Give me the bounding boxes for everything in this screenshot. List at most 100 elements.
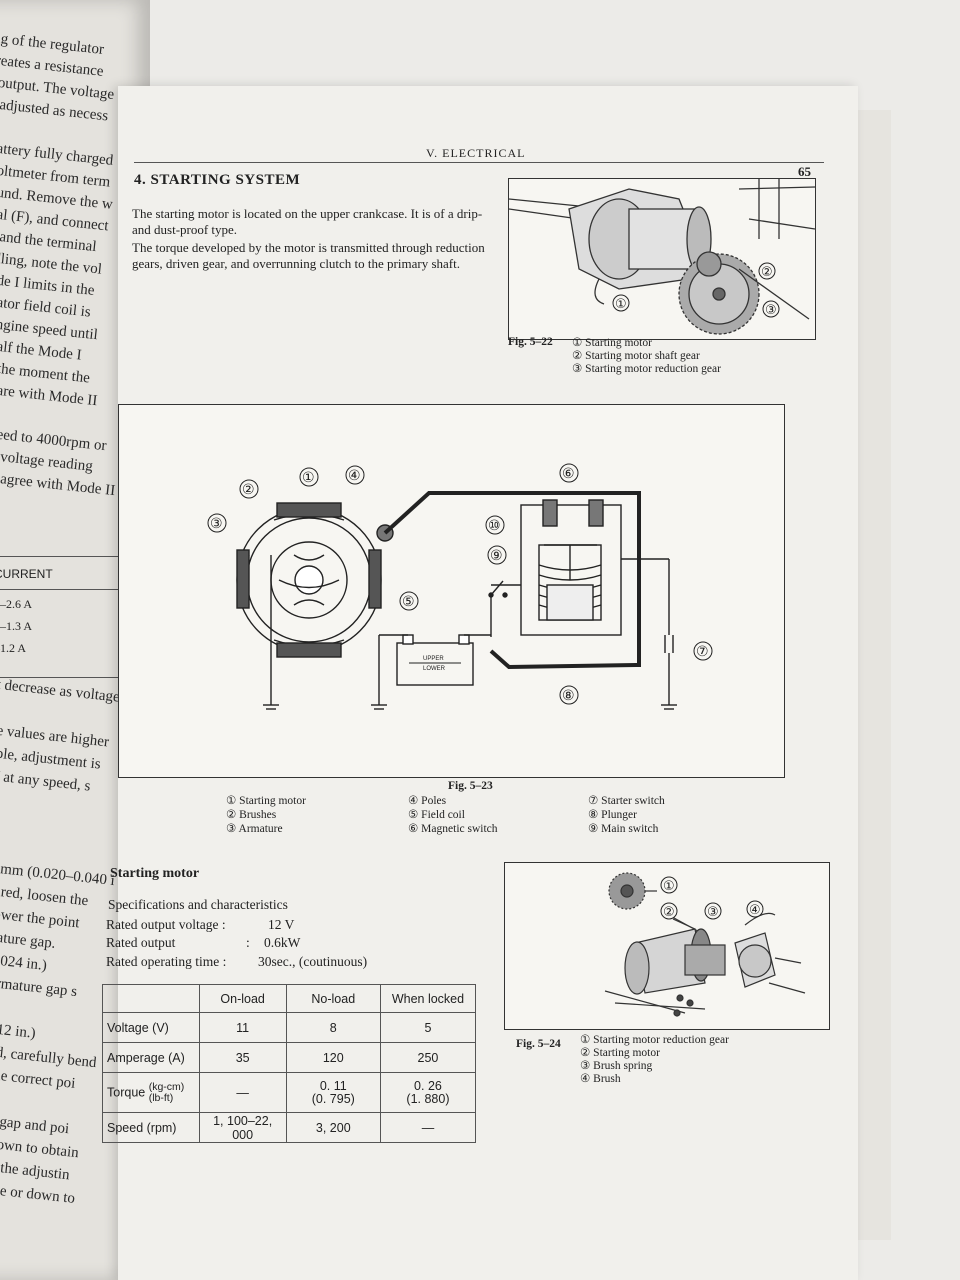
fig23-callout: ⑥ [562,466,575,482]
fig-5-24-legend: ① Starting motor reduction gear ② Starti… [580,1034,729,1086]
row-label: Amperage (A) [102,1042,200,1073]
spec-heading: Specifications and characteristics [108,897,288,912]
legend-item: ② Starting motor shaft gear [572,350,700,362]
rated-output-value: 0.6kW [264,935,301,950]
fig24-callout: ① [663,879,675,894]
legend-item: ③ Armature [226,823,283,835]
facing-page-line: armature gap s [0,975,78,1001]
legend-item: ⑧ Plunger [588,809,637,821]
facing-page-line: V at any speed, s [0,768,92,795]
rated-output-voltage-label: Rated output voltage : [106,917,226,932]
facing-page-line: ot decrease as voltage [0,676,121,706]
legend-item: ① Starting motor reduction gear [580,1034,729,1046]
row-label: Torque (kg-cm) (lb-ft) [102,1072,200,1113]
table-cell: 35 [198,1042,287,1073]
table-cell: 8 [285,1012,381,1043]
rated-time-value: 30sec., (coutinuous) [258,954,368,969]
row-label: Voltage (V) [102,1012,200,1043]
section-paragraph: The torque developed by the motor is tra… [132,240,485,271]
table-cell: 11 [198,1012,287,1043]
legend-item: ① Starting motor [572,337,652,349]
facing-page-line: d agree with Mode II [0,470,116,500]
table-cell: 3, 200 [285,1112,381,1143]
torque-value-imperial: (1. 880) [406,1091,450,1106]
fig24-callout: ③ [707,905,719,920]
legend-item: ④ Brush [580,1073,621,1085]
legend-item: ③ Starting motor reduction gear [572,363,721,375]
torque-value-imperial: (0. 795) [311,1091,355,1106]
legend-item: ⑨ Main switch [588,823,659,835]
table-cell: 250 [379,1042,477,1073]
fig22-callout: ③ [765,303,777,318]
table-header-cell: No-load [285,984,381,1013]
battery-upper-label: UPPER [423,656,444,662]
torque-unit: (lb-ft) [148,1091,174,1104]
battery-lower-label: LOWER [423,666,446,672]
table-header-cell: When locked [379,984,477,1013]
section-paragraph: The starting motor is located on the upp… [132,206,483,237]
facing-page-line: nature gap. [0,929,57,952]
facing-page-line: d the adjustin [0,1159,71,1184]
table-row: Torque (kg-cm) (lb-ft) — 0. 11 (0. 795) … [102,1072,477,1113]
facing-table-header: CURRENT [0,567,53,581]
table-cell: — [379,1112,477,1143]
facing-page-line: lower the point [0,906,81,932]
facing-page-line: half the Mode I [0,338,83,364]
fig23-callout: ② [242,482,255,498]
running-header: V. ELECTRICAL [426,146,526,160]
legend-item: ④ Poles [408,795,447,807]
starter-circuit-diagram: UPPER LOWER ① ② ③ ④ ⑤ ⑥ ⑦ ⑧ ⑨ ⑩ [207,463,713,710]
table-cell: 120 [285,1042,381,1073]
fig-5-22-legend: ① Starting motor ② Starting motor shaft … [572,337,721,376]
rated-output-colon: : [246,935,250,950]
table-row: Voltage (V) 11 8 5 [102,1012,477,1043]
facing-page-line: ed, carefully bend [0,1044,98,1072]
fig24-callout: ④ [749,903,761,918]
facing-page-line: down to obtain [0,1136,80,1162]
fig22-callout: ① [615,297,627,312]
legend-item: ② Brushes [226,809,277,821]
fig23-callout: ⑧ [562,688,575,704]
fig-5-22-illustration: ① ② ③ [508,178,816,340]
table-row: Speed (rpm) 1, 100–22, 000 3, 200 — [102,1112,477,1143]
page-number: 65 [798,164,811,179]
starting-motor-exploded-drawing: ① ② ③ ④ [604,872,806,1017]
facing-page-table: CURRENT 4–2.6 A 2–1.3 A –1.2 A [0,556,120,678]
facing-table-row: 4–2.6 A [0,597,33,611]
fig23-callout: ⑨ [490,548,503,564]
table-header-cell: On-load [198,984,287,1013]
torque-unit: (kg-cm) [148,1080,185,1093]
fig-5-23-legend-col: ④ Poles ⑤ Field coil ⑥ Magnetic switch [408,794,498,836]
fig-5-22-caption: Fig. 5–22 [508,336,553,349]
facing-page-line: uired, loosen the [0,883,90,910]
starting-motor-heading: Starting motor [110,866,200,881]
fig-5-23-caption: Fig. 5–23 [448,780,493,793]
fig-5-24-caption: Fig. 5–24 [516,1038,561,1051]
fig-5-23-legend-col: ⑦ Starter switch ⑧ Plunger ⑨ Main switch [588,794,665,836]
table-cell: 0. 11 (0. 795) [285,1072,381,1113]
legend-item: ⑤ Field coil [408,809,465,821]
torque-units: (kg-cm) (lb-ft) [148,1080,185,1104]
manual-page: V. ELECTRICAL 65 4. STARTING SYSTEM The … [102,86,858,1280]
fig24-callout: ② [663,905,675,920]
facing-page-line: 012 in.) [0,1021,37,1042]
fig22-callout: ② [761,265,773,280]
facing-page-line: e gap and poi [0,1113,70,1138]
legend-item: ③ Brush spring [580,1060,653,1072]
legend-item: ① Starting motor [226,795,306,807]
starting-motor-spec-table: On-load No-load When locked Voltage (V) … [102,984,477,1143]
facing-page-line: the correct poi [0,1067,77,1092]
table-header-cell [102,984,200,1013]
table-cell: 0. 26 (1. 880) [379,1072,477,1113]
rated-time-label: Rated operating time : [106,954,227,969]
header-rule [134,162,824,163]
table-cell: — [198,1072,287,1113]
figure-label: Fig. 5–22 [508,336,553,348]
fig23-callout: ⑦ [696,644,709,660]
legend-item: ⑥ Magnetic switch [408,823,498,835]
torque-value: 0. 11 [319,1078,347,1093]
facing-page-line: ate or down to [0,1182,76,1207]
fig-5-23-legend-col: ① Starting motor ② Brushes ③ Armature [226,794,306,836]
table-header-row: On-load No-load When locked [102,984,477,1013]
fig-5-23-wiring-diagram: UPPER LOWER ① ② ③ ④ ⑤ ⑥ ⑦ ⑧ ⑨ ⑩ [118,404,785,778]
